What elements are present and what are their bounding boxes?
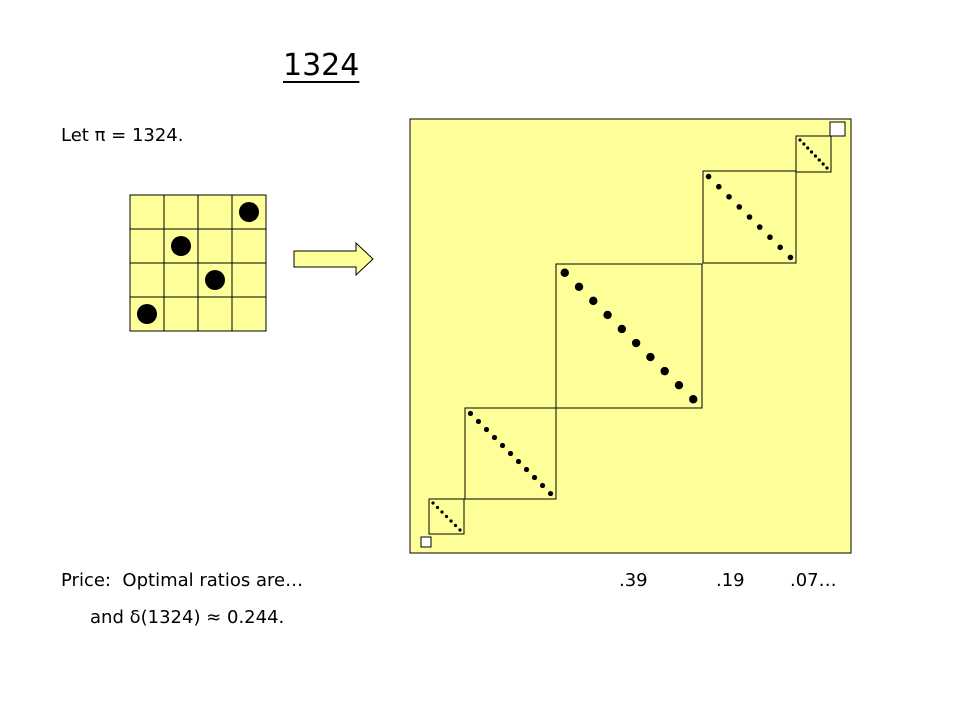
layer-dot: [467, 410, 474, 417]
ratio-value-1: .39: [619, 570, 648, 591]
let-statement: Let π = 1324.: [61, 125, 183, 147]
layer-dot: [560, 268, 569, 277]
layer-dot: [449, 519, 453, 523]
layer-dot: [825, 166, 829, 170]
price-statement: Price: Optimal ratios are…: [61, 570, 304, 591]
layer-dot: [453, 523, 458, 528]
layer-dot: [547, 490, 554, 497]
grid-cell: [231, 228, 267, 264]
layer-dot: [787, 254, 794, 261]
layer-dot: [539, 482, 546, 489]
permutation-point: [171, 236, 191, 256]
layer-dot: [674, 380, 684, 390]
grid-cell: [129, 228, 165, 264]
layer-dot: [817, 158, 821, 162]
layer-dot: [523, 466, 530, 473]
layer-dot: [444, 514, 449, 519]
ratio-value-3: .07…: [790, 570, 837, 591]
layer-dot: [813, 154, 818, 158]
packing-square: [409, 118, 852, 554]
let-suffix: = 1324.: [105, 125, 184, 146]
layer-dot: [617, 324, 627, 334]
pi-symbol: π: [94, 125, 106, 146]
layer-dot: [475, 418, 482, 425]
grid-cell: [129, 262, 165, 298]
corner-square-bottom: [420, 536, 432, 548]
layer-dot: [435, 505, 440, 510]
layer-boxes: [420, 121, 846, 548]
layer-dot: [646, 352, 655, 362]
grid-cell: [163, 262, 199, 298]
layer-dot: [767, 234, 773, 241]
layer-dot: [705, 173, 712, 180]
layer-dot: [736, 204, 743, 210]
layer-dot: [660, 366, 669, 376]
permutation-grid: [129, 194, 267, 332]
let-prefix: Let: [61, 125, 95, 146]
grid-cell: [163, 296, 199, 332]
layer-dot: [515, 458, 522, 465]
layer-box: [555, 263, 703, 409]
layer-dot: [689, 395, 698, 404]
layer-dot: [458, 528, 462, 532]
layer-dot: [821, 162, 825, 166]
layer-dot: [809, 150, 814, 154]
layer-dot: [802, 142, 806, 146]
layer-box: [464, 407, 557, 500]
layer-dot: [806, 146, 810, 150]
layer-dot: [756, 224, 763, 230]
delta-statement: and δ(1324) ≈ 0.244.: [90, 607, 284, 629]
grid-cell: [197, 194, 233, 230]
ratio-value-2: .19: [716, 570, 745, 591]
layer-box: [702, 170, 797, 264]
page-title: 1324: [283, 48, 360, 83]
permutation-point: [137, 304, 157, 324]
layer-box: [795, 135, 832, 173]
permutation-point: [239, 202, 259, 222]
layer-dot: [440, 510, 444, 514]
layer-dot: [746, 214, 753, 220]
layer-dot: [499, 442, 506, 449]
layer-dot: [631, 338, 641, 348]
right-arrow-icon: [293, 241, 374, 277]
grid-cell: [197, 296, 233, 332]
layer-dot: [507, 450, 514, 457]
corner-square-top: [829, 121, 846, 137]
grid-cell: [163, 194, 199, 230]
layer-dot: [716, 183, 722, 190]
delta-prefix: and: [90, 607, 130, 628]
layer-dot: [603, 310, 612, 320]
grid-cell: [231, 296, 267, 332]
grid-cell: [231, 262, 267, 298]
layer-dot: [491, 434, 498, 441]
delta-symbol: δ: [129, 607, 141, 628]
layer-dot: [777, 244, 783, 251]
grid-cell: [197, 228, 233, 264]
layer-dot: [431, 501, 435, 505]
delta-suffix: (1324) ≈ 0.244.: [140, 607, 285, 628]
layer-dot: [798, 138, 802, 142]
layer-dot: [726, 193, 732, 200]
layer-dot: [531, 474, 538, 481]
grid-cell: [129, 194, 165, 230]
layer-dot: [589, 296, 598, 306]
permutation-point: [205, 270, 225, 290]
layer-dot: [574, 282, 584, 292]
layer-box: [428, 498, 465, 535]
layer-dot: [483, 426, 490, 433]
layer-dots: [431, 138, 829, 532]
